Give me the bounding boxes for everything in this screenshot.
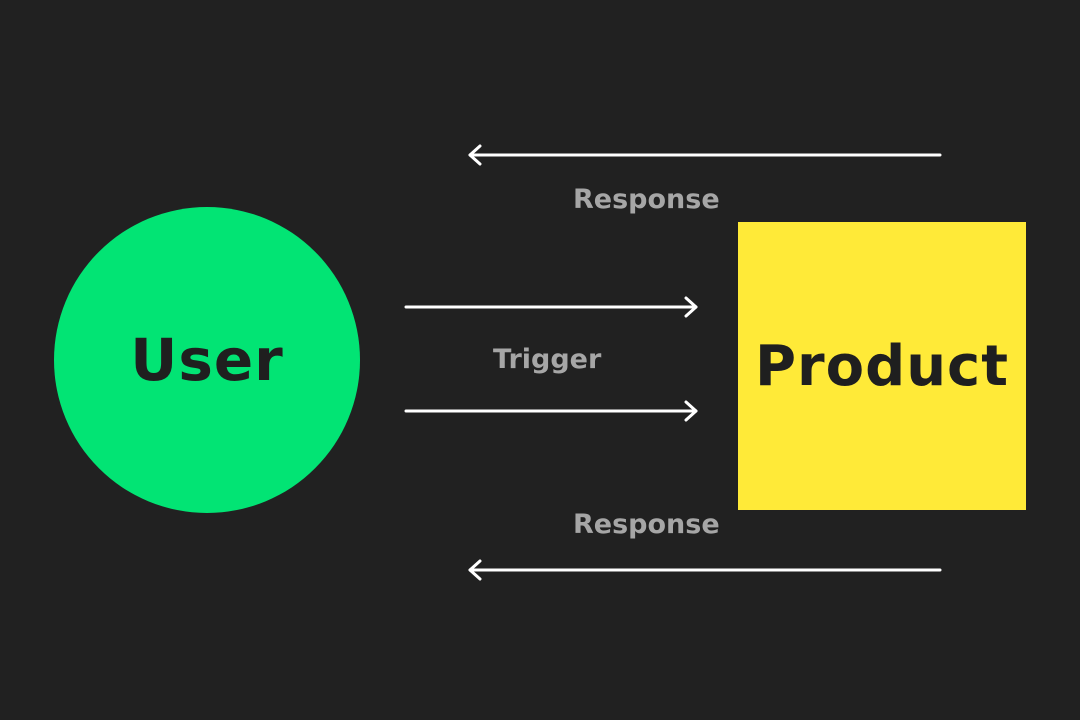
user-label: User xyxy=(130,326,284,394)
trigger-arrow-lower xyxy=(404,400,698,422)
trigger-label: Trigger xyxy=(493,344,602,375)
response-top-label: Response xyxy=(573,184,720,215)
product-node: Product xyxy=(738,222,1026,510)
trigger-arrow-upper xyxy=(404,296,698,318)
response-bottom-label: Response xyxy=(573,509,720,540)
user-node: User xyxy=(54,207,360,513)
response-bottom-arrow xyxy=(468,559,942,581)
product-label: Product xyxy=(754,333,1010,399)
response-top-arrow xyxy=(468,144,942,166)
